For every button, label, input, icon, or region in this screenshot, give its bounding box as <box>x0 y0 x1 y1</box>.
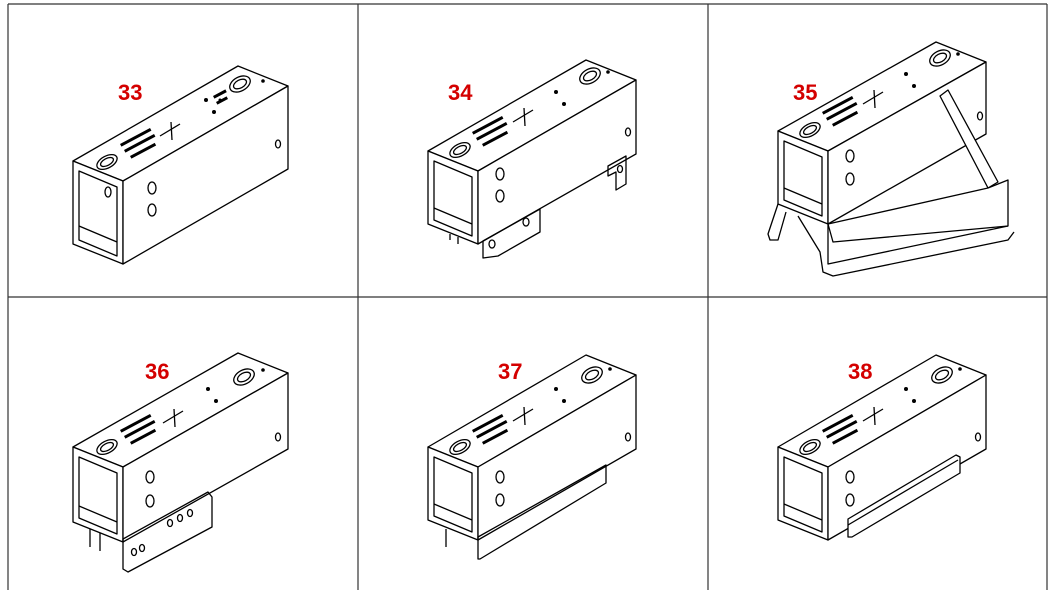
part-number-label: 38 <box>848 359 873 384</box>
part-cell-36[interactable]: 36 <box>8 297 358 590</box>
part-number-label: 34 <box>448 80 473 105</box>
part-number-label: 33 <box>118 80 143 105</box>
part-number-label: 37 <box>498 359 523 384</box>
part-number-label: 35 <box>793 80 818 105</box>
part-cell-34[interactable]: 34 <box>358 4 708 297</box>
part-cell-38[interactable]: 38 <box>708 297 1047 590</box>
part-cell-37[interactable]: 37 <box>358 297 708 590</box>
receiver-tube-drawing <box>777 354 987 541</box>
receiver-tube-drawing <box>427 354 637 560</box>
part-number-label: 36 <box>145 359 170 384</box>
receiver-tube-drawing <box>767 41 1015 277</box>
part-cell-35[interactable]: 35 <box>708 4 1047 297</box>
receiver-tube-drawing <box>72 65 289 265</box>
part-cell-33[interactable]: 33 <box>8 4 358 297</box>
receiver-tube-drawing <box>72 352 289 573</box>
receiver-tube-drawing <box>427 59 637 259</box>
